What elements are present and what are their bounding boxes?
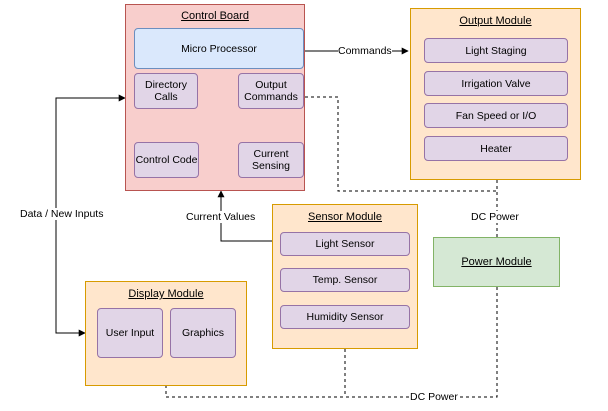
user-input-box: User Input	[97, 308, 163, 358]
commands-label: Commands	[338, 45, 392, 57]
heater-box: Heater	[424, 136, 568, 161]
output-module-title: Output Module	[459, 15, 532, 27]
humidity-sensor-box: Humidity Sensor	[280, 305, 410, 329]
power-module: Power Module	[433, 237, 560, 287]
fan-speed-box: Fan Speed or I/O	[424, 103, 568, 128]
graphics-box: Graphics	[170, 308, 236, 358]
control-code-box: Control Code	[134, 142, 199, 178]
irrigation-valve-box: Irrigation Valve	[424, 71, 568, 96]
sensor-module-title: Sensor Module	[308, 211, 382, 223]
directory-calls-box: Directory Calls	[134, 73, 198, 109]
micro-processor-box: Micro Processor	[134, 28, 304, 69]
power-module-title: Power Module	[461, 256, 532, 268]
control-board-title: Control Board	[181, 10, 249, 22]
data-new-inputs-label: Data / New Inputs	[20, 208, 104, 220]
current-values-label: Current Values	[186, 211, 256, 223]
temp-sensor-box: Temp. Sensor	[280, 268, 410, 292]
dc-power-line-control	[305, 96, 497, 192]
display-module-title: Display Module	[128, 288, 204, 300]
dc-power-bottom-label: DC Power	[410, 391, 458, 403]
current-sensing-box: Current Sensing	[238, 142, 304, 178]
light-staging-box: Light Staging	[424, 38, 568, 63]
light-sensor-box: Light Sensor	[280, 232, 410, 256]
dc-power-line-bottom	[165, 287, 498, 398]
current-values-arrow	[217, 190, 272, 242]
output-commands-box: Output Commands	[238, 73, 304, 109]
dc-power-right-label: DC Power	[471, 211, 519, 223]
